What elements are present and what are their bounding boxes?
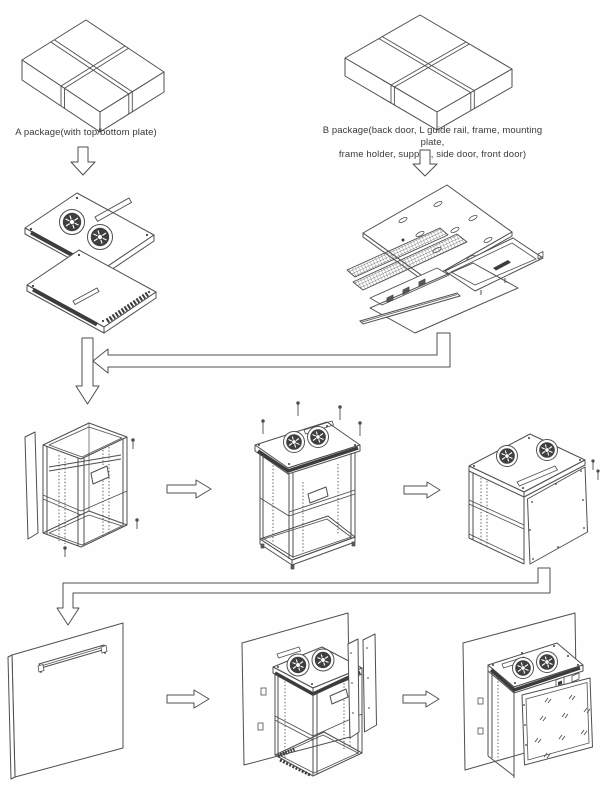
arrow-right-icon [166,479,212,499]
vent-band [257,446,359,473]
arrow-down-shaft [75,337,100,405]
cooling-fan-icon [512,657,534,679]
cooling-fan-icon [536,439,558,461]
cooling-fan-icon [307,426,329,448]
cooling-fan-icon [87,224,113,250]
screw-dots [473,437,581,489]
bottom-frame [259,515,356,566]
mounting-tabs [477,697,484,735]
cable-slot [94,197,133,223]
arrow-down-b-icon [412,149,438,177]
screws [261,401,362,436]
rack-rails [272,462,339,552]
mid-rails [42,490,128,516]
corner-posts [259,452,356,559]
merge-arrow-icon [55,328,455,408]
package-b-label-line2: frame holder, support, side door, front … [338,149,527,160]
cabinet-on-mounting-plate-figure [200,608,420,793]
cross-rail [48,454,122,472]
cooling-fan-icon [311,648,335,672]
top-bottom-plates-figure [24,185,180,335]
left-frame-face [468,471,525,565]
arrow-left-elbow [92,332,451,374]
front-door-panel-figure [5,618,140,793]
cabinet-with-side-panel-figure [455,420,605,565]
frame-assembly-figure [24,415,175,560]
bottom-frame [42,510,128,548]
frame-with-top-plate-figure [248,401,383,572]
vent-grille [279,758,311,777]
top-frame [42,422,128,460]
back-panel [24,431,39,540]
door-edge [7,654,16,780]
cooling-fan-icon [496,445,518,467]
cooling-fan-icon [286,653,310,677]
cable-slot [72,287,100,306]
side-panel [527,466,588,565]
hinge-dots [523,704,527,746]
glass-front-door [521,677,593,766]
package-b-label-line1: B package(back door, L guide rail, frame… [322,125,543,148]
arrow-right-icon [402,690,440,708]
screws [63,438,139,557]
package-b-carton [340,5,515,132]
corner-posts [42,423,128,546]
mounting-tabs [257,687,267,731]
packing-straps [50,39,133,114]
glass-sparkles [534,694,591,759]
screw-dots [31,253,151,323]
cable-slot [516,465,559,487]
shelf-bracket [307,486,329,504]
support-strip [359,292,461,325]
arrow-right-icon [166,689,210,709]
cable-slot [303,420,335,435]
vent-grille [105,290,151,324]
side-door-panels [347,633,377,739]
cable-slot [276,646,302,659]
vent-band [32,287,98,327]
arrow-right-icon [403,481,441,499]
cooling-fan-icon [59,209,85,235]
elbow-arrow-icon [50,560,560,632]
mounting-plate [241,612,351,766]
cooling-fan-icon [536,651,558,673]
mid-rails [259,489,356,517]
screw-dots [492,645,579,684]
package-b-label: B package(back door, L guide rail, frame… [315,125,550,161]
cooling-fan-icon [283,431,305,453]
frame-tray [444,237,544,295]
vent-band [489,666,581,692]
door-handle [37,644,108,673]
package-a-label: A package(with top/bottom plate) [15,127,157,138]
guide-rail-bundle [346,227,468,291]
screw-dots [258,425,356,465]
hole-dot [401,238,405,242]
packing-straps [378,36,475,111]
shelf-bracket [90,465,110,485]
arrow-down-a-icon [70,146,96,176]
flat-parts-stack-figure [345,178,550,335]
screws [591,459,600,480]
left-frame-face [487,671,515,778]
package-a-carton [18,8,168,138]
feet [260,541,356,570]
mounting-plate [369,262,519,334]
screw-dots [29,196,149,267]
shelf-bracket [329,688,349,705]
vent-grille [277,747,296,758]
assembled-cabinet-figure [448,610,610,798]
